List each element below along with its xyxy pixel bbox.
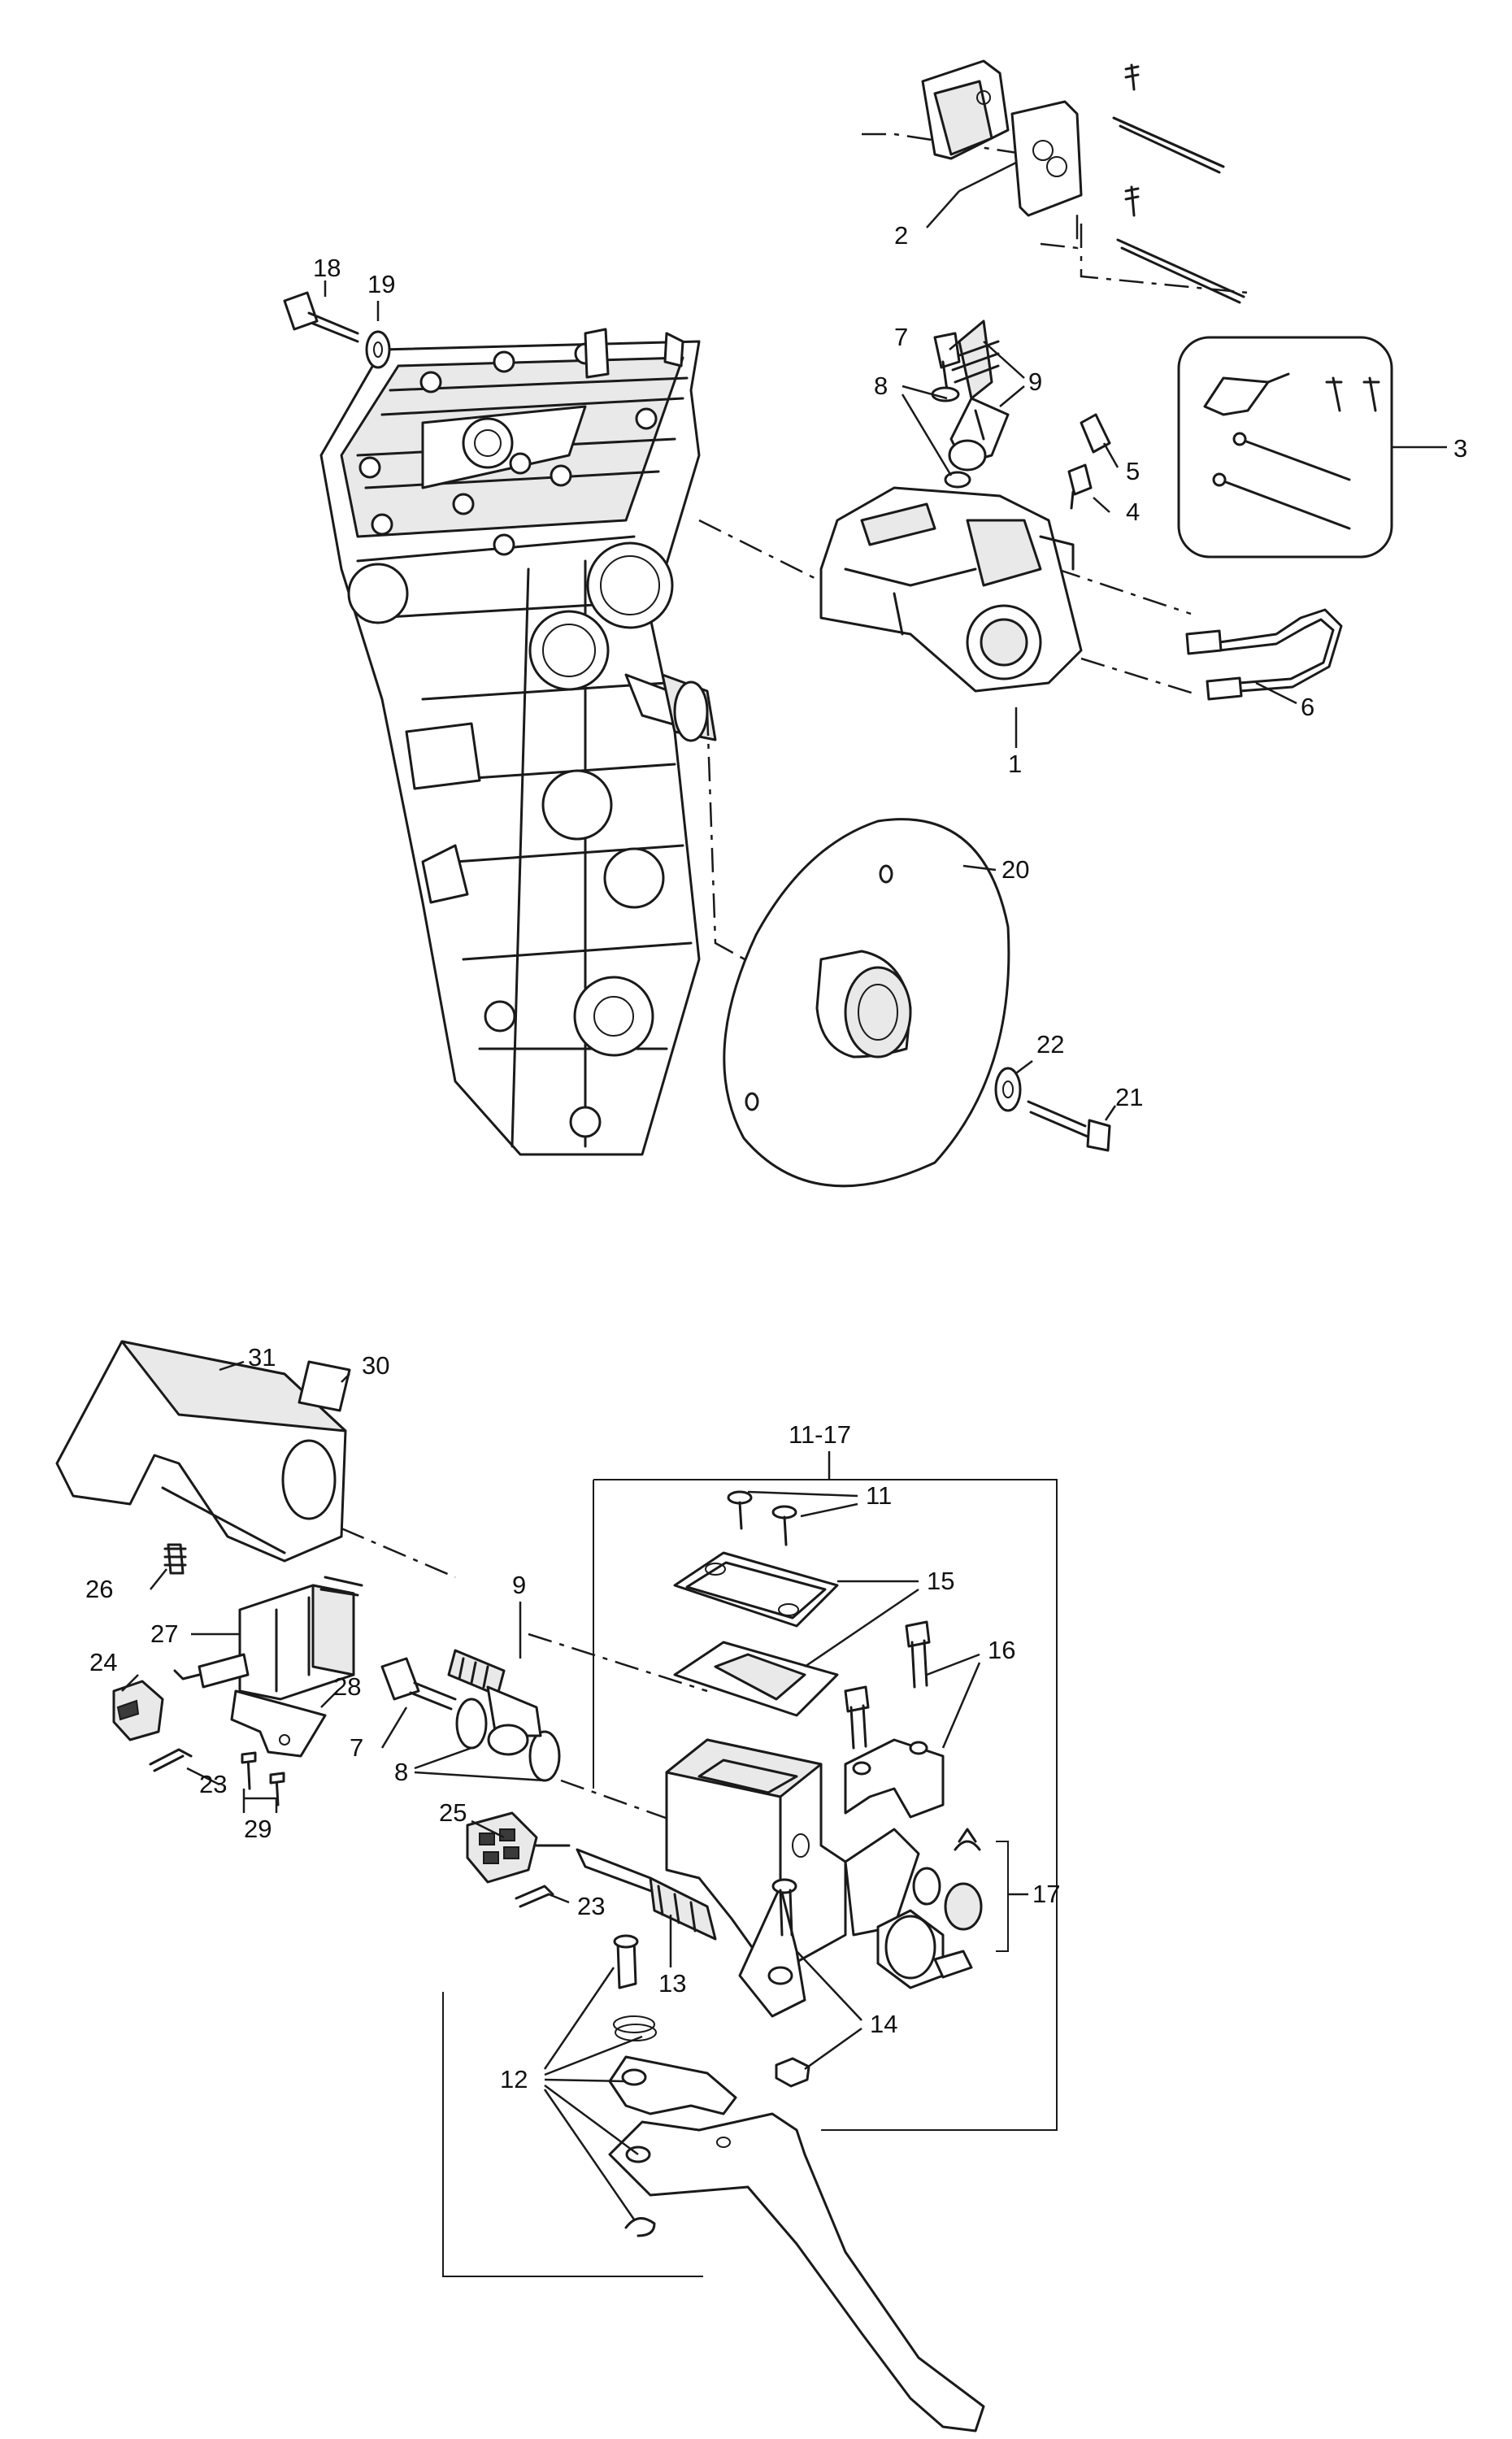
clamp-bolts — [844, 1620, 931, 1750]
gearbox-housing — [319, 328, 717, 1156]
callout-20: 20 — [1001, 855, 1029, 884]
callout-5: 5 — [1126, 457, 1140, 485]
callout-27: 27 — [150, 1619, 178, 1648]
switch-plunger — [173, 1653, 250, 1689]
callout-13: 13 — [658, 1969, 686, 1998]
alignment-line — [698, 519, 822, 583]
alignment-line — [1080, 224, 1249, 294]
connector-24 — [112, 1680, 164, 1741]
alignment-line — [1080, 657, 1200, 697]
callout-1: 1 — [1008, 750, 1022, 778]
brake-lever — [608, 2112, 985, 2432]
master-cylinder-body — [665, 1738, 920, 2018]
pivot-nut-14 — [775, 2057, 810, 2088]
alignment-line — [1056, 567, 1192, 615]
callout-21: 21 — [1115, 1083, 1143, 1111]
callout-7-lower: 7 — [350, 1733, 363, 1762]
banjo-bolt-lower — [380, 1657, 457, 1711]
reservoir-cover — [673, 1551, 839, 1628]
callout-19: 19 — [367, 270, 395, 298]
callout-17: 17 — [1032, 1880, 1060, 1908]
callout-3: 3 — [1453, 434, 1467, 463]
reservoir-diaphragm — [673, 1641, 839, 1717]
callout-7-upper: 7 — [894, 323, 908, 351]
screws-29 — [241, 1751, 285, 1806]
sight-glass-parts — [912, 1828, 983, 1931]
callout-9-lower: 9 — [512, 1571, 526, 1599]
callout-11-17: 11-17 — [789, 1420, 851, 1449]
callout-9-upper: 9 — [1028, 367, 1042, 396]
lever-cover — [55, 1340, 347, 1563]
handlebar-clamp — [844, 1738, 945, 1819]
sealing-washers-lower — [455, 1698, 561, 1782]
e-clip — [624, 2217, 656, 2237]
callout-4: 4 — [1126, 498, 1140, 526]
alignment-line — [560, 1779, 676, 1823]
callout-29: 29 — [244, 1815, 272, 1843]
washer-19 — [365, 330, 391, 369]
callout-24: 24 — [89, 1648, 117, 1676]
callout-11: 11 — [866, 1481, 892, 1510]
callout-15: 15 — [927, 1567, 954, 1595]
callout-26: 26 — [85, 1575, 113, 1603]
callout-28: 28 — [333, 1672, 361, 1701]
callout-8-upper: 8 — [874, 372, 888, 400]
callout-30: 30 — [362, 1351, 389, 1380]
lever-adapter — [608, 2055, 737, 2115]
pad-pin-kit-box — [1177, 336, 1393, 559]
alignment-line — [341, 1527, 456, 1579]
brake-disc — [723, 818, 1010, 1188]
pivot-bolt-12 — [613, 1934, 639, 1989]
callout-14: 14 — [870, 2010, 897, 2038]
alignment-line — [528, 1633, 708, 1693]
master-piston — [576, 1848, 717, 1941]
brake-line — [1185, 608, 1343, 701]
callout-6: 6 — [1301, 693, 1314, 721]
alignment-line — [1040, 211, 1079, 250]
callout-23-left: 23 — [199, 1770, 227, 1798]
brake-pads — [921, 59, 1083, 217]
callout-2: 2 — [894, 221, 908, 250]
callout-23-lower: 23 — [577, 1892, 605, 1920]
lever-spring — [613, 2015, 657, 2041]
washer-22 — [994, 1067, 1022, 1112]
switch-bracket — [230, 1689, 327, 1758]
callout-16: 16 — [988, 1636, 1015, 1664]
leader-lines — [121, 161, 1447, 2220]
callout-18: 18 — [313, 254, 341, 282]
brake-caliper — [819, 486, 1083, 693]
callout-22: 22 — [1036, 1030, 1064, 1059]
disc-bolt-21 — [1027, 1100, 1111, 1152]
brake-hose-banjo-upper — [948, 320, 1010, 472]
bleeder-cap — [1080, 413, 1111, 454]
connector-25 — [466, 1811, 571, 1884]
kit-17-bracket — [996, 1841, 1009, 1952]
callout-25: 25 — [439, 1798, 467, 1827]
brake-hose-banjo-lower — [447, 1649, 542, 1756]
callout-12: 12 — [500, 2065, 528, 2093]
pad-retaining-pins — [1112, 63, 1245, 304]
callout-8-lower: 8 — [394, 1758, 408, 1786]
bolt-14 — [771, 1878, 797, 1937]
screw-26 — [163, 1543, 187, 1575]
bleeder-valve — [1067, 463, 1093, 510]
dust-boot — [876, 1909, 973, 1989]
terminal-23 — [149, 1748, 193, 1772]
cover-screws-11 — [727, 1490, 797, 1546]
callout-31: 31 — [248, 1343, 276, 1372]
lever-kit-frame — [442, 1992, 703, 2277]
decal-30 — [298, 1360, 351, 1412]
terminal-23-lower — [515, 1885, 554, 1908]
master-cylinder-kit-frame — [593, 1479, 1058, 2131]
mounting-bolt-18 — [283, 291, 359, 343]
